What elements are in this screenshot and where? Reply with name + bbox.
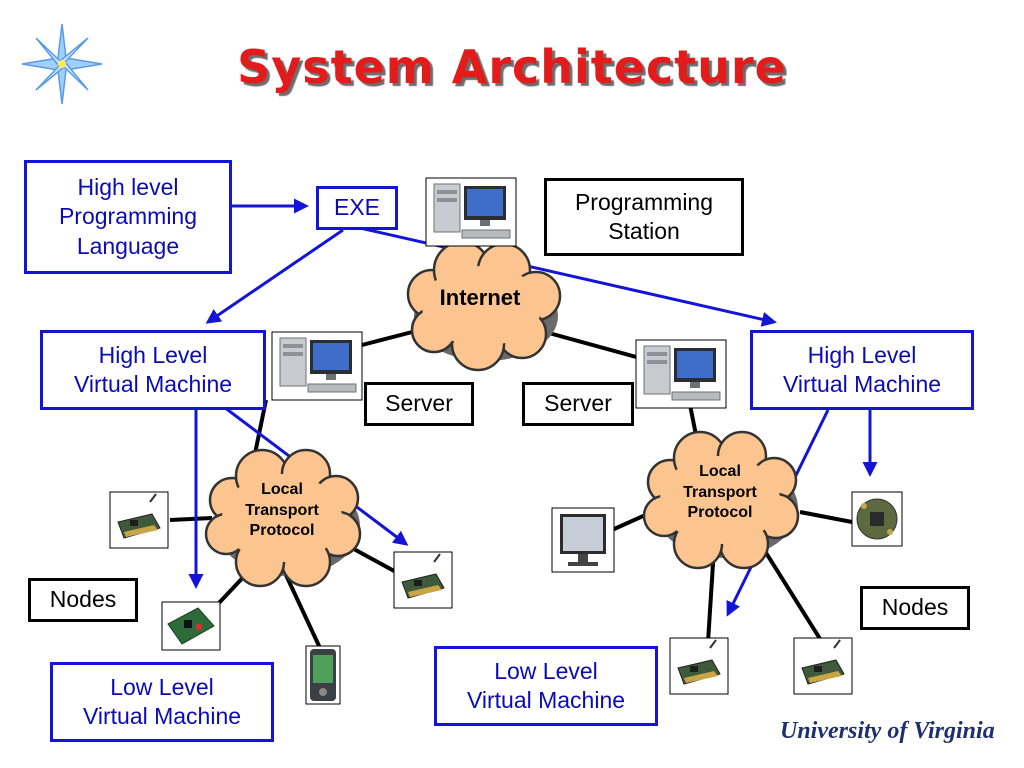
box-label: Nodes: [881, 594, 949, 621]
high-level-programming-language-box: High level Programming Language: [24, 160, 232, 274]
sensor-node-icon: [109, 491, 169, 549]
university-logo: University of Virginia: [780, 718, 995, 744]
box-label: Programming Station: [574, 188, 714, 244]
box-label: Server: [544, 390, 612, 417]
local-transport-protocol-label-right: Local Transport Protocol: [683, 462, 757, 522]
box-label: High Level Virtual Machine: [782, 341, 942, 397]
box-label: Nodes: [49, 586, 117, 613]
programming-station-box: Programming Station: [544, 178, 744, 256]
desktop-computer-icon: [271, 331, 363, 401]
ltp-cloud-right: [642, 430, 800, 570]
star-sparkle-icon: [21, 23, 103, 105]
sensor-node-icon: [793, 637, 853, 695]
monitor-icon: [551, 507, 615, 573]
box-label: High Level Virtual Machine: [73, 341, 233, 397]
nodes-box-right: Nodes: [860, 586, 970, 630]
internet-cloud: [406, 240, 562, 372]
ltp-cloud-left: [204, 448, 362, 588]
internet-label: Internet: [439, 285, 521, 310]
desktop-computer-icon: [635, 339, 727, 409]
server-box-left: Server: [364, 382, 474, 426]
exe-box: EXE: [316, 186, 398, 230]
sensor-node-icon: [393, 551, 453, 609]
circuit-board-icon: [161, 601, 221, 651]
sensor-node-icon: [669, 637, 729, 695]
desktop-computer-icon: [425, 177, 517, 247]
pda-icon: [305, 645, 341, 705]
box-label: Server: [385, 390, 453, 417]
box-label: High level Programming Language: [58, 173, 198, 259]
low-level-vm-box-left: Low Level Virtual Machine: [50, 662, 274, 742]
local-transport-protocol-label-left: Local Transport Protocol: [245, 480, 319, 540]
low-level-vm-box-right: Low Level Virtual Machine: [434, 646, 658, 726]
high-level-vm-box-left: High Level Virtual Machine: [40, 330, 266, 410]
box-label: Low Level Virtual Machine: [82, 673, 242, 729]
box-label: EXE: [333, 194, 381, 221]
server-box-right: Server: [522, 382, 634, 426]
slide-title: System Architecture: [237, 40, 787, 94]
nodes-box-left: Nodes: [28, 578, 138, 622]
circuit-board-icon: [851, 491, 903, 547]
high-level-vm-box-right: High Level Virtual Machine: [750, 330, 974, 410]
box-label: Low Level Virtual Machine: [466, 657, 626, 713]
